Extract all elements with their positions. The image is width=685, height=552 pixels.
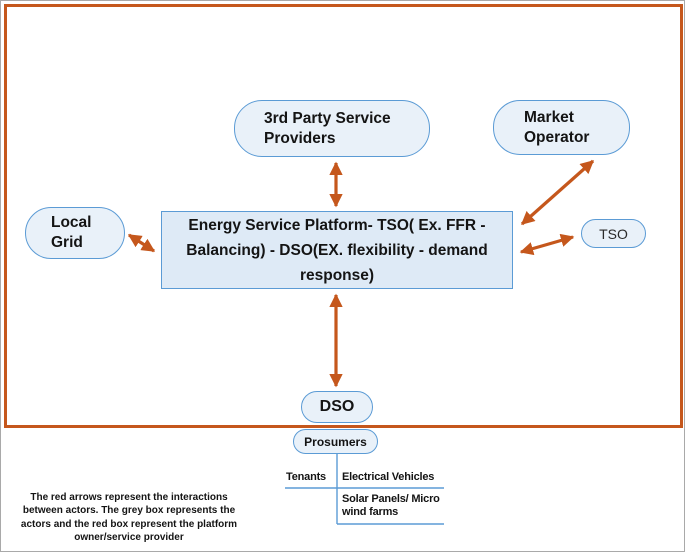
node-local-grid: Local Grid: [25, 207, 125, 259]
platform-owner-boundary-box: [4, 4, 683, 428]
node-prosumers-label: Prosumers: [304, 434, 367, 449]
legend-caption: The red arrows represent the interaction…: [20, 492, 238, 544]
node-tso: TSO: [581, 219, 646, 248]
node-prosumers: Prosumers: [293, 429, 378, 454]
node-market-operator: Market Operator: [493, 100, 630, 155]
node-third-party-service-providers: 3rd Party Service Providers: [234, 100, 430, 157]
prosumer-item-solar-panels-micro-wind-farms: Solar Panels/ Micro wind farms: [342, 493, 440, 518]
prosumer-item-tenants: Tenants: [286, 471, 326, 483]
node-market-operator-label: Market Operator: [524, 108, 590, 146]
prosumer-item-electrical-vehicles: Electrical Vehicles: [342, 471, 435, 483]
node-tso-label: TSO: [599, 225, 628, 242]
node-local-grid-label: Local Grid: [51, 214, 92, 251]
node-dso-label: DSO: [319, 398, 355, 415]
node-energy-service-platform-label: Energy Service Platform- TSO( Ex. FFR - …: [186, 216, 488, 284]
node-energy-service-platform: Energy Service Platform- TSO( Ex. FFR - …: [161, 211, 513, 289]
node-dso: DSO: [301, 391, 373, 423]
node-third-party-label: 3rd Party Service Providers: [264, 109, 391, 147]
